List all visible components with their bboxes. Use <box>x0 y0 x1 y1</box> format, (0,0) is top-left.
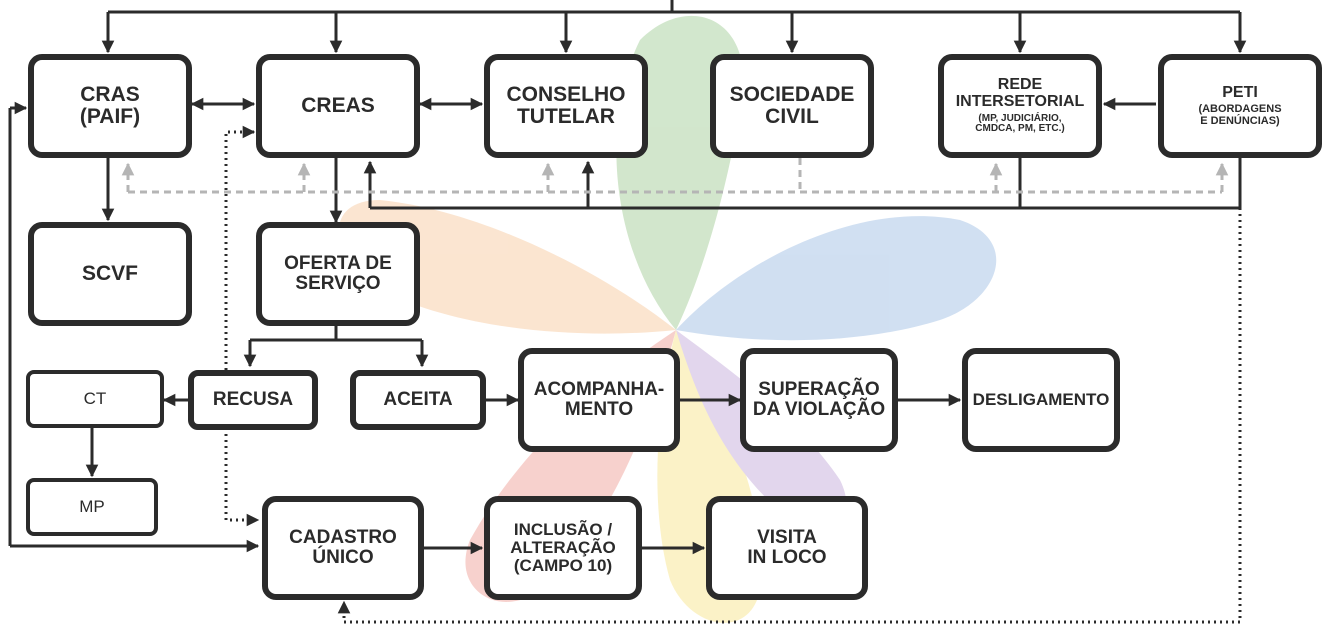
node-conselho-tutelar: CONSELHO TUTELAR <box>484 54 648 158</box>
node-oferta-de-servico: OFERTA DE SERVIÇO <box>256 222 420 326</box>
node-superacao-da-violacao: SUPERAÇÃO DA VIOLAÇÃO <box>740 348 898 452</box>
node-cadastro-unico: CADASTRO ÚNICO <box>262 496 424 600</box>
node-ct: CT <box>26 370 164 428</box>
node-rede-intersetorial: REDE INTERSETORIAL (MP, JUDICIÁRIO, CMDC… <box>938 54 1102 158</box>
node-aceita: ACEITA <box>350 370 486 430</box>
node-sociedade-civil: SOCIEDADE CIVIL <box>710 54 874 158</box>
node-acompanhamento: ACOMPANHA- MENTO <box>518 348 680 452</box>
node-cras: CRAS (PAIF) <box>28 54 192 158</box>
node-recusa: RECUSA <box>188 370 318 430</box>
node-visita-in-loco: VISITA IN LOCO <box>706 496 868 600</box>
dotted-peti-to-cadastro <box>337 208 1242 624</box>
peti-subtitle: (ABORDAGENS E DENÚNCIAS) <box>1198 103 1282 127</box>
node-mp: MP <box>26 478 158 536</box>
node-scvf: SCVF <box>28 222 192 326</box>
peti-title: PETI <box>1222 83 1258 101</box>
node-peti: PETI (ABORDAGENS E DENÚNCIAS) <box>1158 54 1322 158</box>
node-inclusao-alteracao: INCLUSÃO / ALTERAÇÃO (CAMPO 10) <box>484 496 642 600</box>
petal-orange <box>338 200 676 334</box>
node-creas: CREAS <box>256 54 420 158</box>
petal-blue <box>676 216 997 341</box>
rede-subtitle: (MP, JUDICIÁRIO, CMDCA, PM, ETC.) <box>975 112 1065 135</box>
dotted-creas-to-cadastro <box>224 125 260 527</box>
node-desligamento: DESLIGAMENTO <box>962 348 1120 452</box>
rede-title: REDE INTERSETORIAL <box>955 76 1085 110</box>
